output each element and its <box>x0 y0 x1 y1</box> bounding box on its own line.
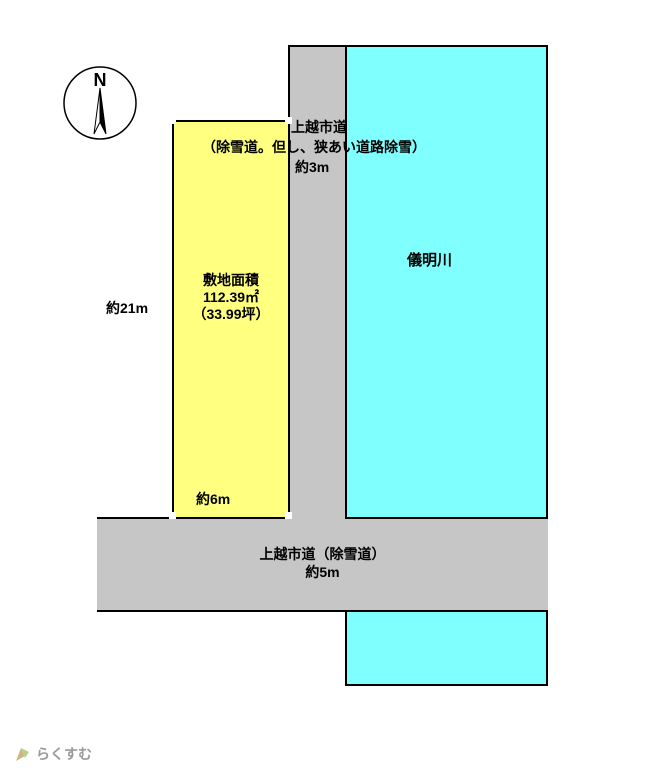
bottom-road-width: 約5m <box>305 564 340 580</box>
plot-frontage: 約6m <box>196 491 231 507</box>
top-road-width: 約3m <box>295 159 330 175</box>
compass-needle-east <box>99 87 107 135</box>
plot-corner-marker <box>169 117 176 124</box>
plot-area-tsubo: （33.99坪） <box>192 306 270 322</box>
river-name: 儀明川 <box>407 252 453 269</box>
bottom-road-block: 上越市道（除雪道） 約5m <box>97 545 548 581</box>
plot-depth: 約21m <box>106 300 149 316</box>
plot-area-block: 敷地面積 112.39㎡ （33.99坪） <box>172 272 290 323</box>
river-lower <box>345 610 548 686</box>
plot-corner-marker <box>285 512 292 519</box>
logo: らくすむ <box>14 744 92 764</box>
logo-icon <box>16 748 29 761</box>
top-road-note: （除雪道。但し、狭あい道路除雪） <box>202 139 426 155</box>
river-upper <box>345 45 548 519</box>
road-intersection <box>290 517 345 519</box>
plot-corner-marker <box>285 117 292 124</box>
plot-corner-marker <box>169 512 176 519</box>
plot-area-title: 敷地面積 <box>203 272 259 288</box>
compass-north-label: N <box>94 70 107 90</box>
top-road-name: 上越市道 <box>291 119 347 135</box>
compass: N <box>60 60 140 142</box>
plot-area-m2: 112.39㎡ <box>202 289 260 305</box>
vertical-road <box>288 45 347 519</box>
land-plot <box>172 120 290 519</box>
logo-text: らくすむ <box>36 746 92 762</box>
bottom-road-name: 上越市道（除雪道） <box>259 546 386 562</box>
